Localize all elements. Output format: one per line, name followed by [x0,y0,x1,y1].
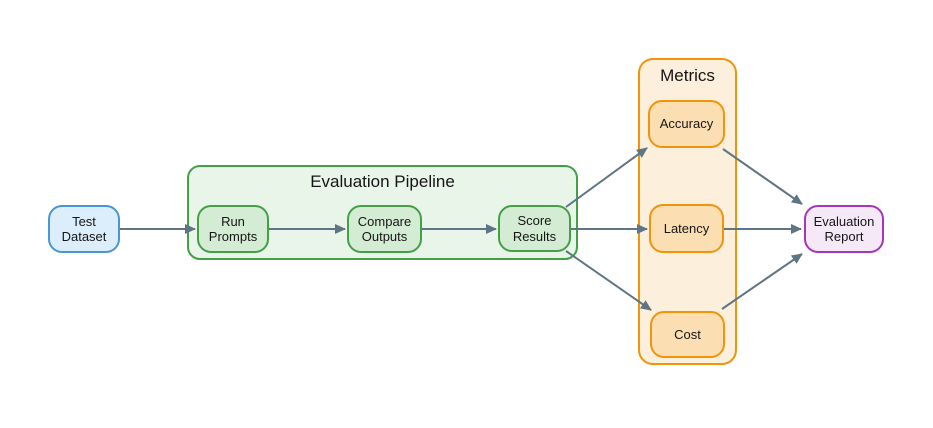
node-run-prompts: Run Prompts [197,205,269,253]
container-title-evaluation-pipeline: Evaluation Pipeline [310,172,455,191]
node-evaluation-report: Evaluation Report [804,205,884,253]
edge-score-results-to-cost [565,250,652,311]
edge-score-results-to-accuracy [565,147,648,208]
node-test-dataset: Test Dataset [48,205,120,253]
node-label-cost: Cost [674,326,701,342]
node-cost: Cost [650,311,725,358]
edge-accuracy-to-evaluation-report [722,148,803,205]
container-title-metrics: Metrics [660,66,715,85]
node-label-accuracy: Accuracy [659,116,714,132]
node-label-latency: Latency [663,220,710,236]
node-compare-outputs: Compare Outputs [347,205,422,253]
node-label-run-prompts: Run Prompts [208,213,258,244]
edge-cost-to-evaluation-report [721,253,803,310]
node-label-compare-outputs: Compare Outputs [357,213,412,244]
node-latency: Latency [649,204,724,253]
node-score-results: Score Results [498,205,571,252]
node-accuracy: Accuracy [648,100,725,148]
node-label-score-results: Score Results [512,213,557,244]
node-label-test-dataset: Test Dataset [61,213,107,244]
node-label-evaluation-report: Evaluation Report [813,213,875,244]
